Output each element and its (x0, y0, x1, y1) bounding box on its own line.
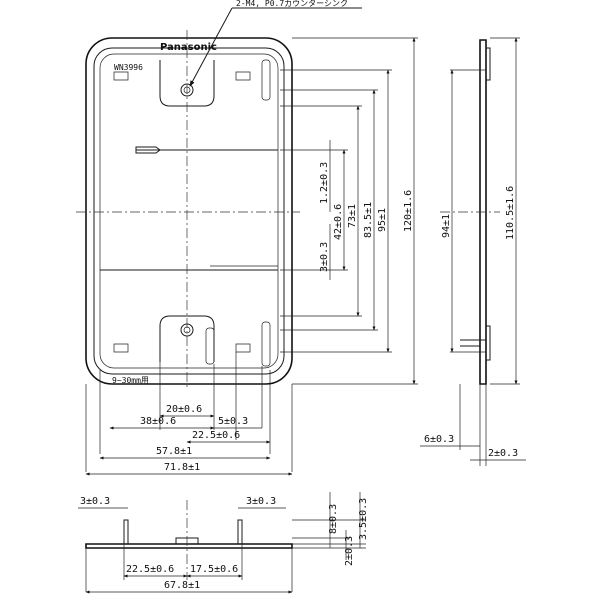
dim-22-5: 22.5±0.6 (192, 430, 240, 441)
front-view: Panasonic WN3996 9~30mm用 2-M4, P0.7カウンター… (76, 0, 362, 388)
plate-inner-rim-2 (99, 53, 279, 369)
plate-inner-rim (93, 47, 285, 375)
bottom-screw-tab (159, 315, 215, 362)
callout-leader (189, 7, 233, 87)
right-tongue-top (261, 59, 271, 101)
dim-20: 20±0.6 (166, 404, 202, 415)
slot-bottom-left (113, 343, 129, 353)
dim-57-8: 57.8±1 (156, 446, 192, 457)
dim-2: 2±0.3 (488, 448, 518, 459)
dim-3: 3±0.3 (319, 242, 330, 272)
dim-1-2: 1.2±0.3 (319, 162, 330, 204)
bottom-view: 3±0.3 3±0.3 22.5±0.6 17.5±0.6 67.8±1 8±0… (78, 492, 369, 594)
thickness-note: 9~30mm用 (112, 376, 149, 385)
dim-b-2: 2±0.3 (344, 536, 355, 566)
dim-b-22-5: 22.5±0.6 (126, 564, 174, 575)
dim-38: 38±0.6 (140, 416, 176, 427)
bottom-profile (85, 543, 293, 549)
dim-b-67-8: 67.8±1 (164, 580, 200, 591)
left-tongue-bottom (205, 327, 215, 365)
dim-b-8: 8±0.3 (328, 504, 339, 534)
upper-slit-end (135, 146, 161, 154)
dim-71-8: 71.8±1 (164, 462, 200, 473)
dim-b-3-right: 3±0.3 (246, 496, 276, 507)
slot-top-left (113, 71, 129, 81)
dim-b-17-5: 17.5±0.6 (190, 564, 238, 575)
dim-73: 73±1 (347, 204, 358, 228)
dim-83-5: 83.5±1 (363, 202, 374, 238)
horizontal-dimensions: 20±0.6 38±0.6 5±0.3 22.5±0.6 57.8±1 71.8… (85, 352, 293, 476)
dim-94: 94±1 (441, 214, 452, 238)
dim-42: 42±0.6 (333, 204, 344, 240)
plate-outline (85, 37, 293, 385)
model-number: WN3996 (114, 63, 143, 72)
dim-b-3-left: 3±0.3 (80, 496, 110, 507)
brand-logo: Panasonic (160, 42, 217, 53)
side-view: 94±1 110.5±1.6 6±0.3 2±0.3 (420, 37, 526, 466)
slot-top-right (235, 71, 251, 81)
dim-6: 6±0.3 (424, 434, 454, 445)
slot-bottom-right (235, 343, 251, 353)
right-tongue-bottom (261, 321, 271, 367)
dim-5: 5±0.3 (218, 416, 248, 427)
dim-b-3-5: 3.5±0.3 (358, 498, 369, 540)
dim-110-5: 110.5±1.6 (505, 186, 516, 240)
dim-120: 120±1.6 (403, 190, 414, 232)
callout-text: 2-M4, P0.7カウンターシンク (236, 0, 348, 8)
vertical-dimensions: 120±1.6 95±1 83.5±1 73±1 42±0.6 1.2±0.3 … (280, 37, 418, 385)
dim-95: 95±1 (377, 208, 388, 232)
